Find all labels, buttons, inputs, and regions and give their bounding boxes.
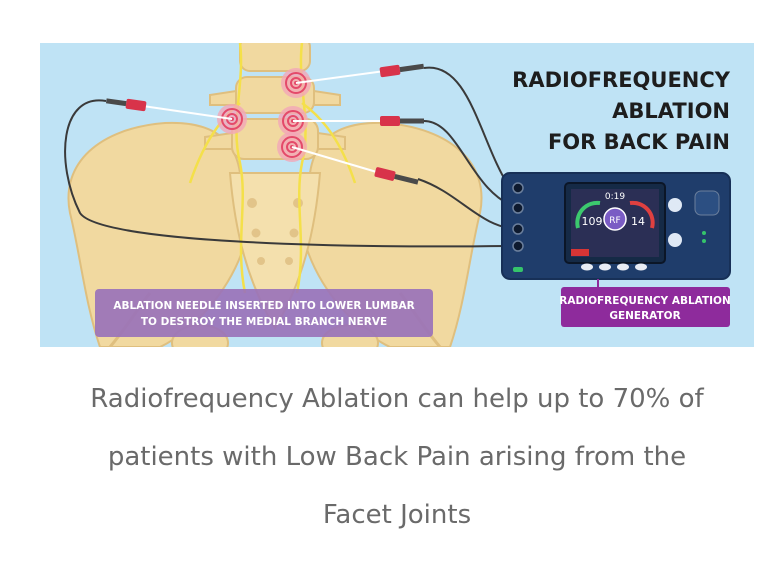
caption: Radiofrequency Ablation can help up to 7… — [40, 370, 754, 544]
rf-generator — [501, 172, 731, 280]
caption-line-3: Facet Joints — [322, 500, 472, 530]
screen-left-value: 109 — [582, 215, 603, 228]
title-line-1: RADIOFREQUENCY — [512, 68, 731, 92]
title-line-2: ABLATION — [612, 99, 730, 123]
needle-handles — [105, 63, 425, 185]
screen-time: 0:19 — [605, 192, 625, 202]
caption-line-1: Radiofrequency Ablation can help up to 7… — [90, 384, 704, 414]
generator-label-box — [561, 287, 730, 327]
needle-label-box — [95, 289, 433, 337]
screen-center-badge: RF — [609, 216, 620, 226]
generator-label-line-1: RADIOFREQUENCY ABLATION — [559, 295, 730, 307]
caption-line-2: patients with Low Back Pain arising from… — [107, 442, 687, 472]
rf-ablation-illustration: 0:19 109 14 RF RADIOFREQUENCY ABLATION F… — [40, 43, 754, 347]
illustration-canvas: 0:19 109 14 RF RADIOFREQUENCY ABLATION F… — [40, 43, 754, 347]
needle-label-line-1: ABLATION NEEDLE INSERTED INTO LOWER LUMB… — [113, 300, 414, 312]
generator-label-line-2: GENERATOR — [609, 310, 680, 322]
screen-right-value: 14 — [631, 215, 645, 228]
needle-label-line-2: TO DESTROY THE MEDIAL BRANCH NERVE — [141, 316, 387, 328]
title-line-3: FOR BACK PAIN — [548, 130, 730, 154]
needles — [135, 70, 386, 174]
